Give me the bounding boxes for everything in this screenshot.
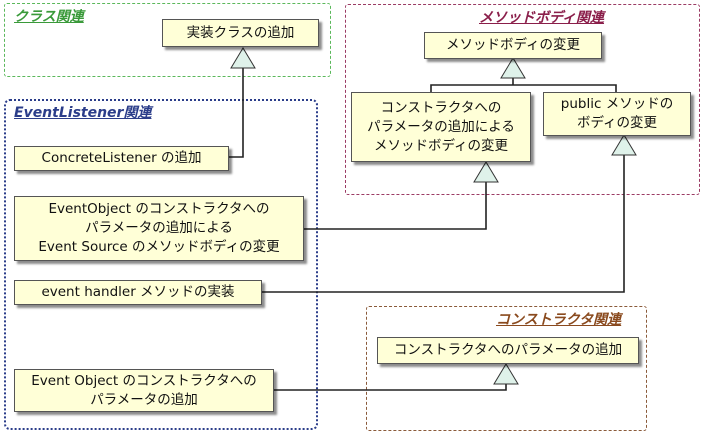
box-public-method-body-change: public メソッドの ボディの変更: [543, 92, 691, 136]
group-method-body-title: メソッドボディ関連: [479, 10, 605, 26]
box-change-method-body: メソッドボディの変更: [424, 32, 602, 59]
group-event-listener: [4, 99, 318, 430]
connector-concrete-listener: [229, 68, 244, 158]
box-event-object-ctor-source-change: EventObject のコンストラクタへの パラメータの追加による Event…: [14, 196, 304, 261]
arrowhead-impl-class: [230, 47, 256, 69]
box-add-ctor-param: コンストラクタへのパラメータの追加: [377, 337, 639, 364]
connector-eo-ctor-param: [274, 383, 507, 391]
group-method-body: [345, 4, 700, 195]
arrowhead-method-body: [500, 57, 526, 79]
arrowhead-ctor-param-method: [473, 161, 499, 183]
box-event-object-ctor-param: Event Object のコンストラクタへの パラメータの追加: [14, 369, 274, 412]
connector-eo-source-change: [304, 181, 487, 230]
group-class-title: クラス関連: [14, 9, 84, 25]
arrowhead-add-ctor-param: [493, 363, 519, 385]
box-add-concrete-listener: ConcreteListener の追加: [14, 146, 229, 171]
box-event-handler-impl: event handler メソッドの実装: [14, 280, 262, 305]
box-ctor-param-method-change: コンストラクタへの パラメータの追加による メソッドボディの変更: [351, 92, 531, 162]
connector-method-body-branch: [430, 84, 617, 92]
group-constructor: [366, 306, 647, 431]
group-constructor-title: コンストラクタ関連: [496, 312, 622, 328]
group-class: [4, 3, 331, 77]
arrowhead-public-method: [611, 134, 637, 156]
group-event-listener-title: EventListener関連: [14, 105, 152, 121]
box-add-impl-class: 実装クラスの追加: [162, 19, 319, 47]
connector-event-handler: [262, 154, 625, 293]
